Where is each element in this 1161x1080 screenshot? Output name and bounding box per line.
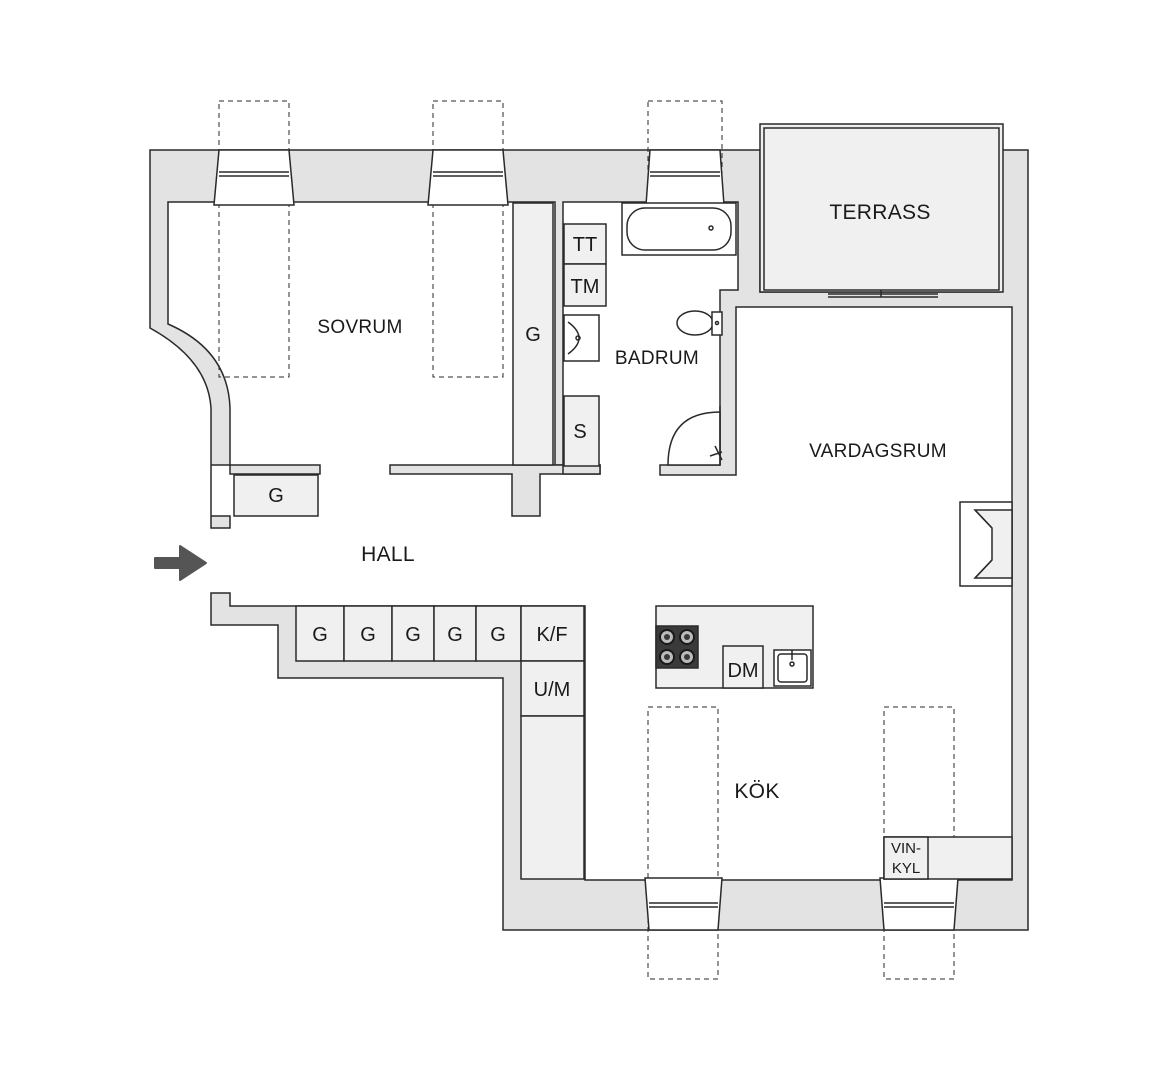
room-label-sovrum: SOVRUM xyxy=(317,317,402,338)
walls xyxy=(149,149,1029,931)
bathroom-fixtures xyxy=(563,202,737,467)
toilet-icon xyxy=(676,310,723,336)
windows-bottom xyxy=(644,706,959,980)
wine-counter xyxy=(883,836,1013,880)
bedroom-fixtures xyxy=(233,202,554,517)
oven-microwave-label: U/M xyxy=(534,679,571,701)
windows-top xyxy=(213,100,725,378)
fridge-freezer-label: K/F xyxy=(536,624,567,646)
hall-wall-left xyxy=(229,464,321,475)
washing-machine-label: TM xyxy=(571,276,600,298)
kitchen-island xyxy=(655,605,814,689)
room-label-vardagsrum: VARDAGSRUM xyxy=(809,441,947,462)
terrace xyxy=(759,123,1004,298)
entrance-arrow-icon xyxy=(154,545,207,581)
kitchen-sink-icon xyxy=(773,649,812,687)
wardrobe-label: G xyxy=(525,324,541,346)
dishwasher-label: DM xyxy=(727,660,758,682)
wine-cooler-label: VIN- xyxy=(891,840,921,857)
wardrobe-label: G xyxy=(312,624,328,646)
outer-wall xyxy=(149,149,1029,931)
wardrobe-label: G xyxy=(360,624,376,646)
room-label-terrass: TERRASS xyxy=(829,201,930,224)
room-label-hall: HALL xyxy=(361,543,415,566)
cabinets xyxy=(295,605,585,880)
dishwasher xyxy=(722,645,764,689)
wardrobe-bedroom xyxy=(512,202,554,466)
room-label-kok: KÖK xyxy=(734,780,779,803)
room-label-badrum: BADRUM xyxy=(615,348,699,369)
sink-icon xyxy=(563,314,600,362)
wardrobe-label: G xyxy=(405,624,421,646)
wine-cooler-label: KYL xyxy=(892,860,920,877)
washing-machine xyxy=(563,263,607,307)
bathtub xyxy=(621,202,737,256)
wardrobe-label: G xyxy=(490,624,506,646)
storage-label: S xyxy=(573,421,586,443)
fireplace xyxy=(959,501,1013,587)
stove-icon xyxy=(655,625,699,669)
shower-icon xyxy=(667,406,723,466)
wardrobe-hall xyxy=(233,474,319,517)
towel-dryer xyxy=(563,223,607,265)
bath-storage xyxy=(563,395,600,467)
wardrobe-label: G xyxy=(447,624,463,646)
wardrobe-label: G xyxy=(268,485,284,507)
towel-dryer-label: TT xyxy=(573,234,597,256)
